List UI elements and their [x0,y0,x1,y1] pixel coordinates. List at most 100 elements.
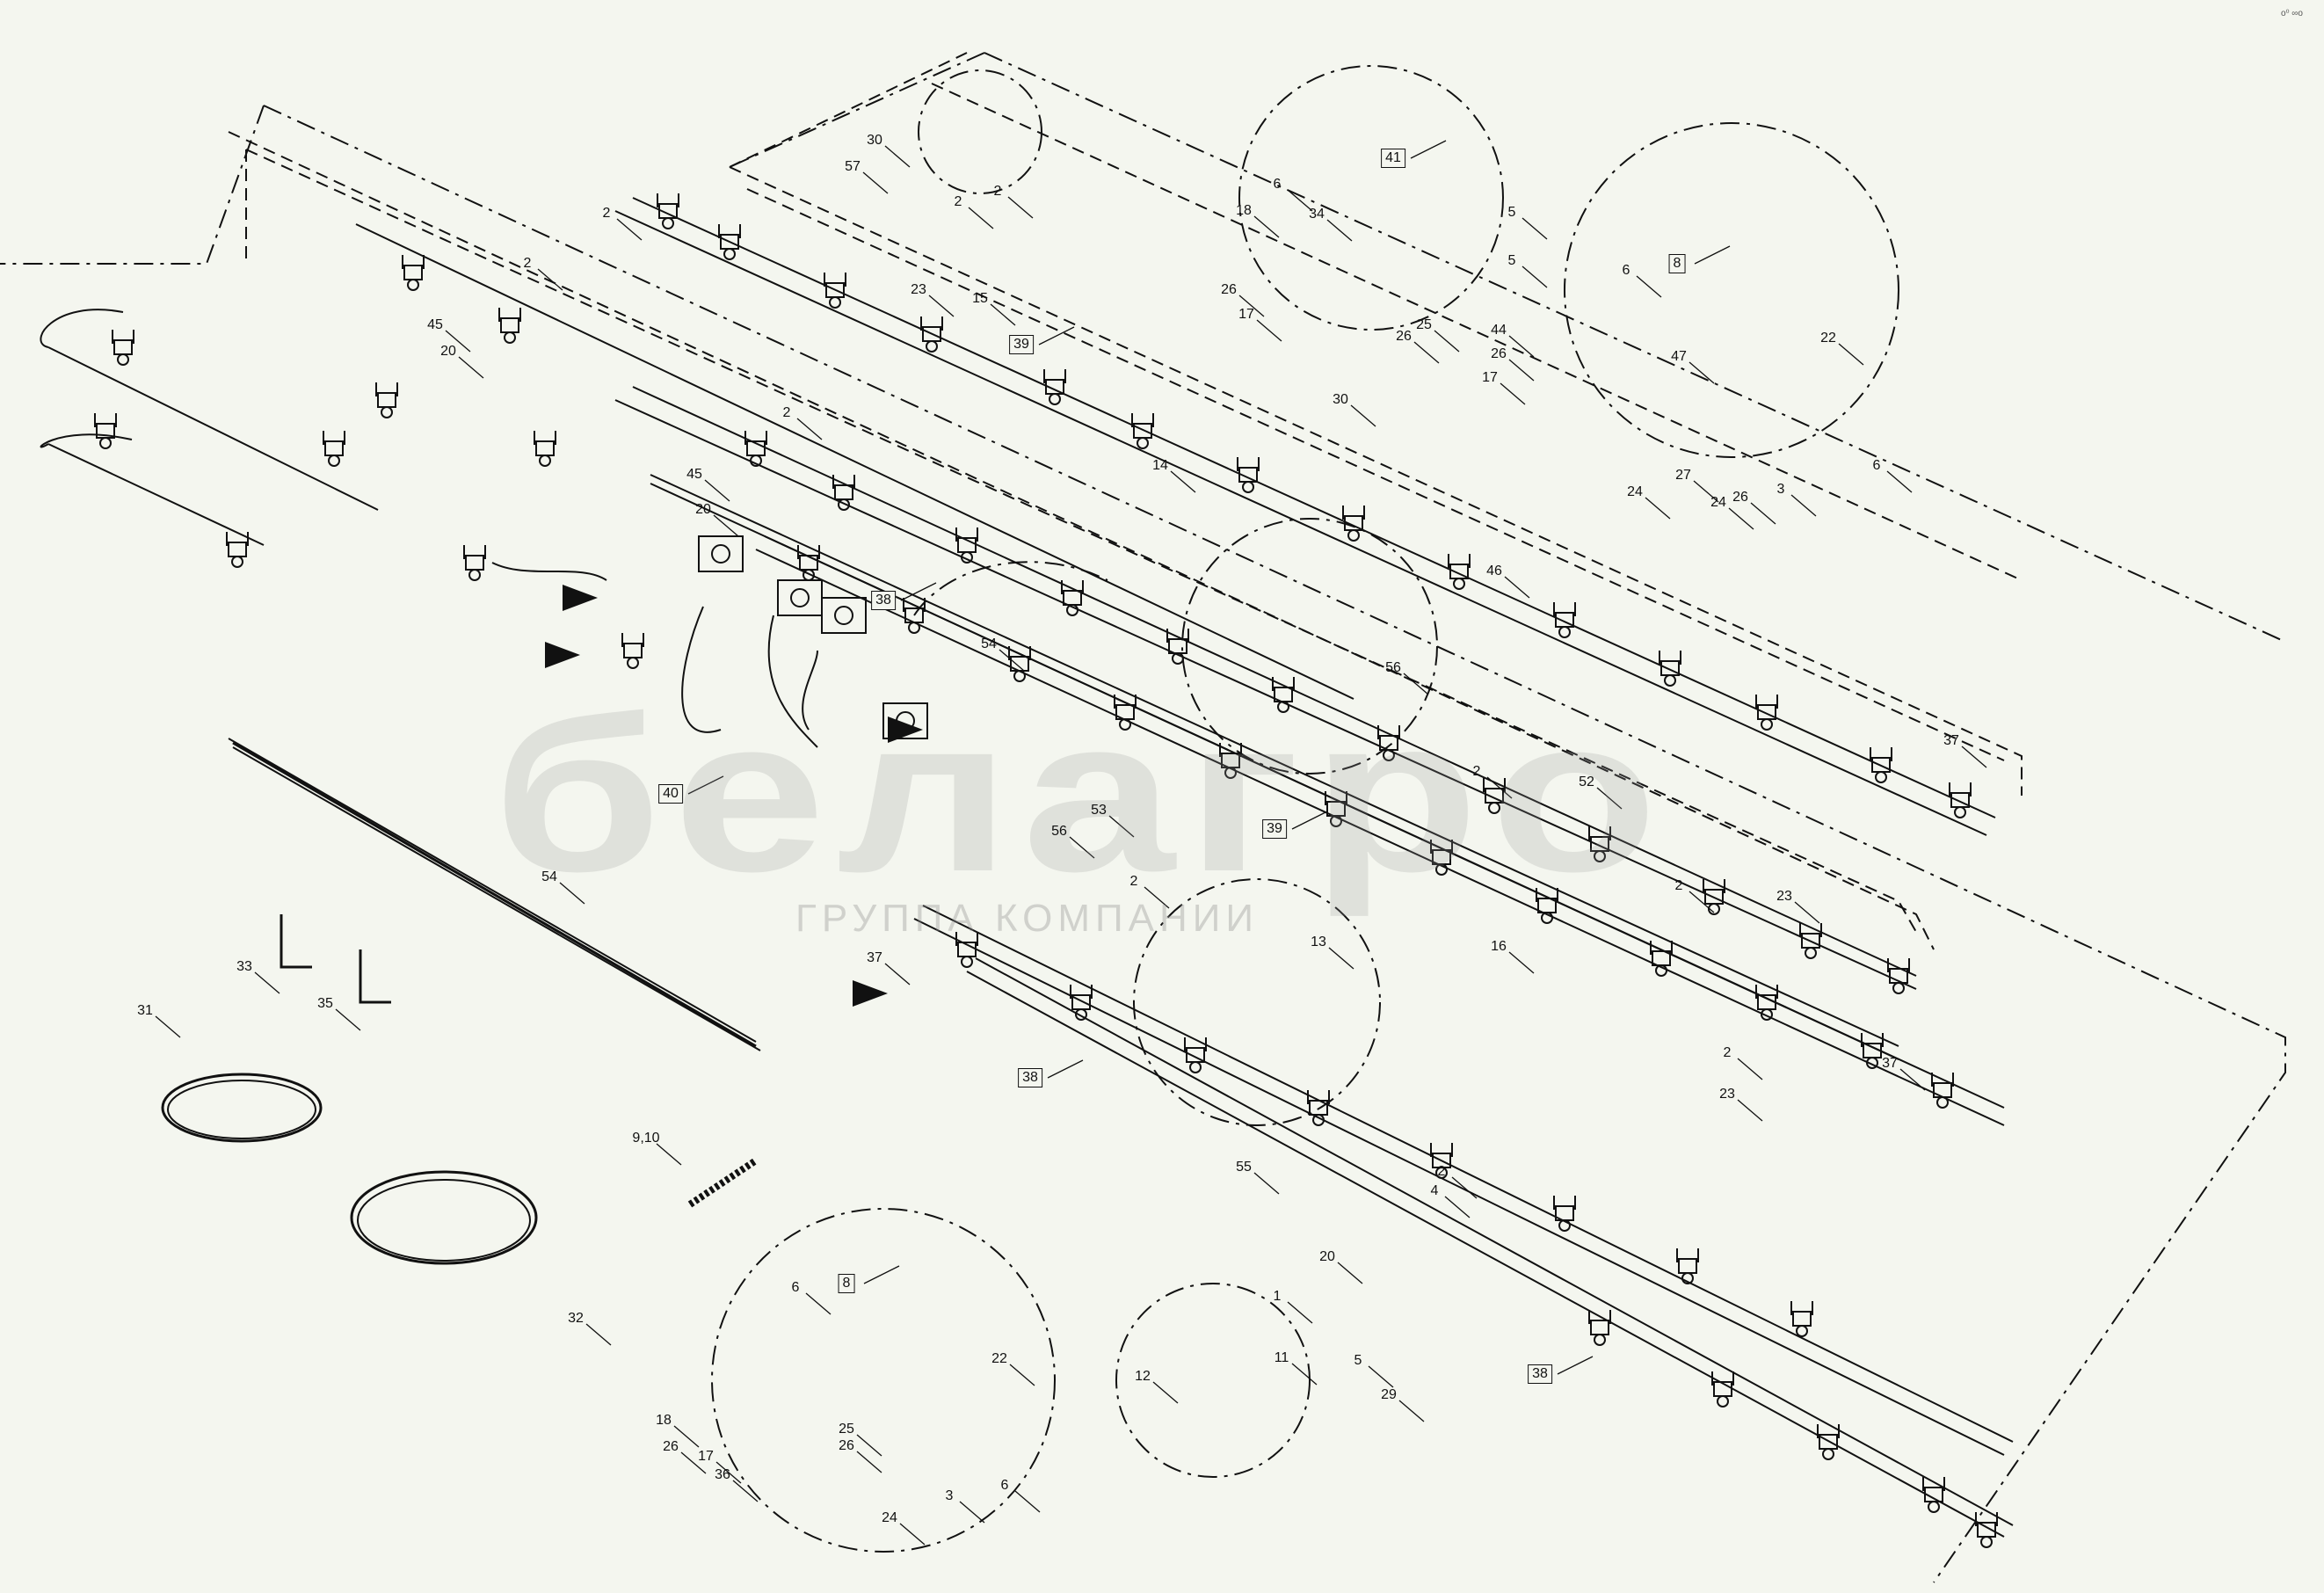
callout-label: 5 [1507,253,1516,268]
callout-label: 23 [1776,889,1792,904]
callout-label: 25 [1416,317,1432,332]
boom-pipe-12 [966,971,2005,1538]
nozzle-clamp-21 [1061,580,1084,616]
callout-label: 26 [1732,490,1748,505]
callout-label: 2 [1129,874,1138,889]
boundary-line-10 [729,52,985,168]
nozzle-clamp-41 [1931,1073,1954,1109]
callout-label: 24 [1627,484,1643,499]
leader-g1 [1287,1301,1313,1324]
boom-pipe-15 [228,738,757,1043]
hose-coil-32 [350,1170,538,1265]
callout-label: 54 [541,869,557,884]
nozzle-clamp-14 [402,255,425,291]
leader-g2 [1152,1381,1179,1404]
rod-54 [232,741,757,1048]
boundary-line-0 [263,105,2286,1583]
boundary-line-8 [729,52,968,168]
leader-d1 [1287,189,1313,212]
hose-coil-32-inner [357,1179,531,1262]
callout-label: 14 [1152,458,1168,473]
bracket-33 [280,914,312,969]
callout-label: 2 [1674,878,1683,893]
nozzle-clamp-3 [920,316,943,353]
callout-label: 56 [1051,824,1067,839]
callout-label: 6 [1273,177,1282,192]
callout-label: 2 [1723,1045,1732,1060]
leader-d2 [1253,215,1280,238]
callout-label: 2 [993,184,1002,199]
nozzle-clamp-42 [955,932,978,968]
nozzle-clamp-55 [112,330,134,366]
nozzle-clamp-11 [1755,695,1778,731]
bracket-35 [359,949,391,1004]
nozzle-clamp-32 [1008,646,1031,682]
nozzle-clamp-12 [1870,747,1892,783]
leader-d3 [1326,219,1353,242]
leader-l29 [1737,1099,1763,1122]
leader-f8 [856,1451,882,1473]
nozzle-clamp-48 [1676,1248,1699,1284]
leader-l5 [884,145,911,168]
boundary-line-7 [729,166,2023,796]
leader-l6 [862,171,889,194]
leader-d4 [1238,295,1265,317]
nozzle-clamp-6 [1237,457,1260,493]
leader-f9 [899,1523,926,1546]
valve-block-3 [821,597,867,634]
nozzle-clamp-30 [797,545,820,581]
nozzle-clamp-22 [1166,629,1189,665]
nozzle-clamp-60 [463,545,486,581]
callout-label: 5 [1507,205,1516,220]
leader-e12 [1886,470,1913,493]
nozzle-clamp-13 [1949,782,1972,818]
callout-label: 17 [698,1449,714,1464]
nozzle-clamp-37 [1536,888,1558,924]
callout-label: 26 [1396,329,1412,344]
callout-label: 13 [1311,935,1326,949]
leader-g3 [1291,1363,1318,1386]
nozzle-clamp-1 [718,224,741,260]
leader-e9 [1728,507,1754,530]
nozzle-clamp-23 [1272,677,1295,713]
leader-l18 [1504,576,1530,599]
nozzle-clamp-4 [1043,369,1066,405]
boom-pipe-16 [232,746,761,1051]
callout-label: 6 [1622,263,1630,278]
detail-circle-1 [1238,65,1504,331]
leader-b5 [687,775,724,795]
callout-label: 24 [882,1510,897,1525]
callout-label: 2 [523,256,532,271]
leader-l34 [155,1015,181,1038]
boom-pipe-14 [47,443,265,546]
callout-label: 37 [1882,1056,1898,1071]
flow-arrow-0 [563,585,598,611]
nozzle-clamp-0 [657,193,679,229]
callout-label: 47 [1671,349,1687,364]
callout-label: 57 [845,159,861,174]
boundary-line-6 [931,83,2023,581]
leader-e11 [1790,494,1817,517]
boom-pipe-1 [614,210,1987,836]
callout-label: 2 [1472,764,1481,779]
callout-label: 36 [715,1467,730,1482]
leader-l1 [616,218,643,241]
leader-l36 [1328,947,1354,970]
callout-label: 45 [686,467,702,482]
leader-e5 [1689,361,1715,384]
nozzle-clamp-56 [94,413,117,449]
watermark-subtitle: ГРУППА КОМПАНИИ [795,897,1259,940]
leader-e10 [1750,502,1776,525]
leader-g4 [1368,1365,1394,1388]
nozzle-clamp-26 [1588,826,1611,862]
detail-circle-0 [918,69,1042,194]
watermark-logo: белагро [492,672,1669,917]
callout-box-label: 40 [658,784,683,804]
callout-box-label: 38 [1528,1364,1552,1384]
boom-pipe-8 [755,549,2005,1126]
nozzle-clamp-46 [1430,1143,1453,1179]
callout-label: 37 [867,950,882,965]
callout-label: 34 [1309,207,1325,222]
nozzle-clamp-59 [621,633,644,669]
